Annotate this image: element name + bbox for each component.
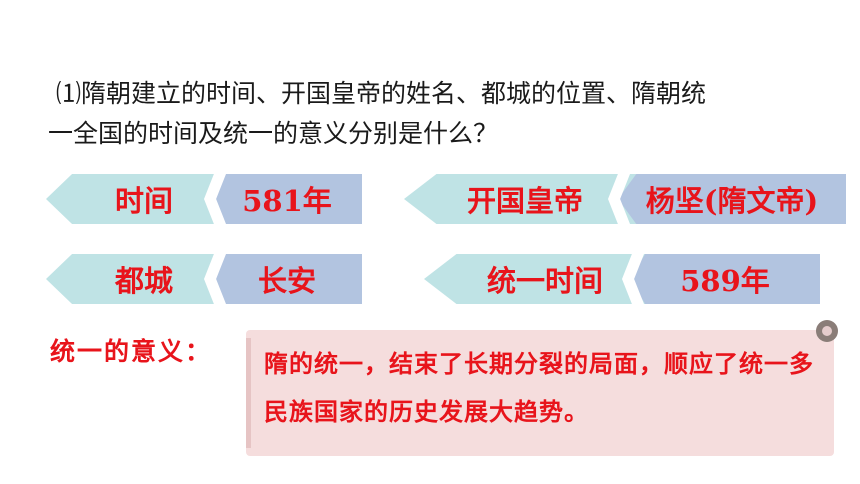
meaning-label: 统一的意义： — [50, 337, 213, 366]
time-value-tag: 581年 — [212, 174, 362, 224]
chevron-separator — [204, 254, 226, 304]
question-line-1: ⑴隋朝建立的时间、开国皇帝的姓名、都城的位置、隋朝统 — [56, 79, 707, 108]
scroll-curl-icon — [816, 320, 838, 342]
question-text: ⑴隋朝建立的时间、开国皇帝的姓名、都城的位置、隋朝统 一全国的时间及统一的意义分… — [48, 74, 836, 154]
time-label-tag: 时间 — [46, 174, 232, 224]
meaning-text: 隋的统一，结束了长期分裂的局面，顺应了统一多民族国家的历史发展大趋势。 — [264, 349, 814, 426]
question-line-2: 一全国的时间及统一的意义分别是什么？ — [48, 119, 499, 148]
scroll-edge — [246, 338, 251, 448]
emperor-value-tag: 杨坚(隋文帝) — [618, 174, 846, 224]
unify-label-tag: 统一时间 — [424, 254, 656, 304]
unify-value-tag: 589年 — [630, 254, 820, 304]
meaning-scroll-box — [246, 320, 838, 456]
capital-value-tag: 长安 — [212, 254, 362, 304]
emperor-label-tag: 开国皇帝 — [404, 174, 636, 224]
chevron-separator — [608, 174, 630, 224]
chevron-separator — [204, 174, 226, 224]
capital-label-tag: 都城 — [46, 254, 232, 304]
chevron-separator — [622, 254, 644, 304]
